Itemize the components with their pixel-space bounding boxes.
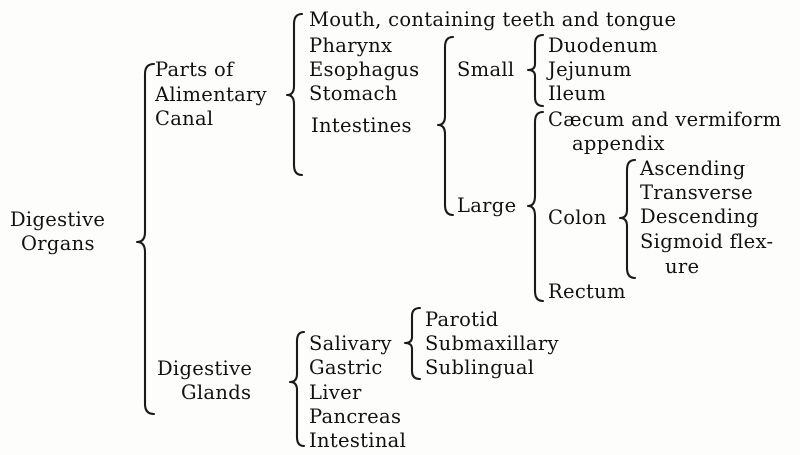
colon-transverse-item: Transverse (640, 181, 753, 204)
stomach-item: Stomach (309, 82, 398, 105)
brace-digestive-organs (135, 62, 156, 416)
intestinal-item: Intestinal (309, 429, 407, 452)
caecum-item-line2: appendix (572, 132, 665, 155)
pancreas-item: Pancreas (309, 405, 402, 428)
brace-digestive-glands (288, 330, 306, 448)
colon-label: Colon (548, 206, 607, 229)
alimentary-label-line2: Alimentary (155, 83, 267, 106)
parotid-item: Parotid (425, 308, 499, 331)
pharynx-item: Pharynx (309, 34, 393, 57)
salivary-item: Salivary (309, 332, 392, 355)
small-intestine-label: Small (457, 58, 515, 81)
colon-descending-item: Descending (640, 205, 759, 228)
ileum-item: Ileum (548, 82, 607, 105)
caecum-item-line1: Cæcum and vermiform (548, 108, 782, 131)
glands-label-line2: Glands (181, 381, 252, 404)
brace-large-intestine (526, 110, 545, 303)
submaxillary-item: Submaxillary (425, 332, 559, 355)
mouth-item: Mouth, containing teeth and tongue (309, 8, 677, 31)
brace-small-intestine (526, 33, 545, 108)
intestines-item: Intestines (311, 114, 412, 137)
sublingual-item: Sublingual (425, 356, 535, 379)
root-label-line2: Organs (21, 232, 95, 255)
gastric-item: Gastric (309, 356, 383, 379)
brace-intestines (436, 35, 455, 217)
rectum-item: Rectum (548, 280, 626, 303)
colon-sigmoid-item: Sigmoid flex- (640, 230, 774, 253)
colon-sigmoid-continuation: ure (665, 255, 700, 278)
large-intestine-label: Large (457, 194, 517, 217)
glands-label-line1: Digestive (157, 357, 253, 380)
duodenum-item: Duodenum (548, 34, 658, 57)
brace-colon (618, 158, 637, 280)
brace-salivary (403, 306, 422, 381)
liver-item: Liver (309, 381, 362, 404)
jejunum-item: Jejunum (548, 58, 632, 81)
alimentary-label-line3: Canal (155, 107, 214, 130)
esophagus-item: Esophagus (309, 58, 420, 81)
root-label-line1: Digestive (10, 208, 106, 231)
brace-alimentary-canal (285, 12, 304, 177)
colon-ascending-item: Ascending (640, 157, 746, 180)
alimentary-label-line1: Parts of (155, 58, 234, 81)
